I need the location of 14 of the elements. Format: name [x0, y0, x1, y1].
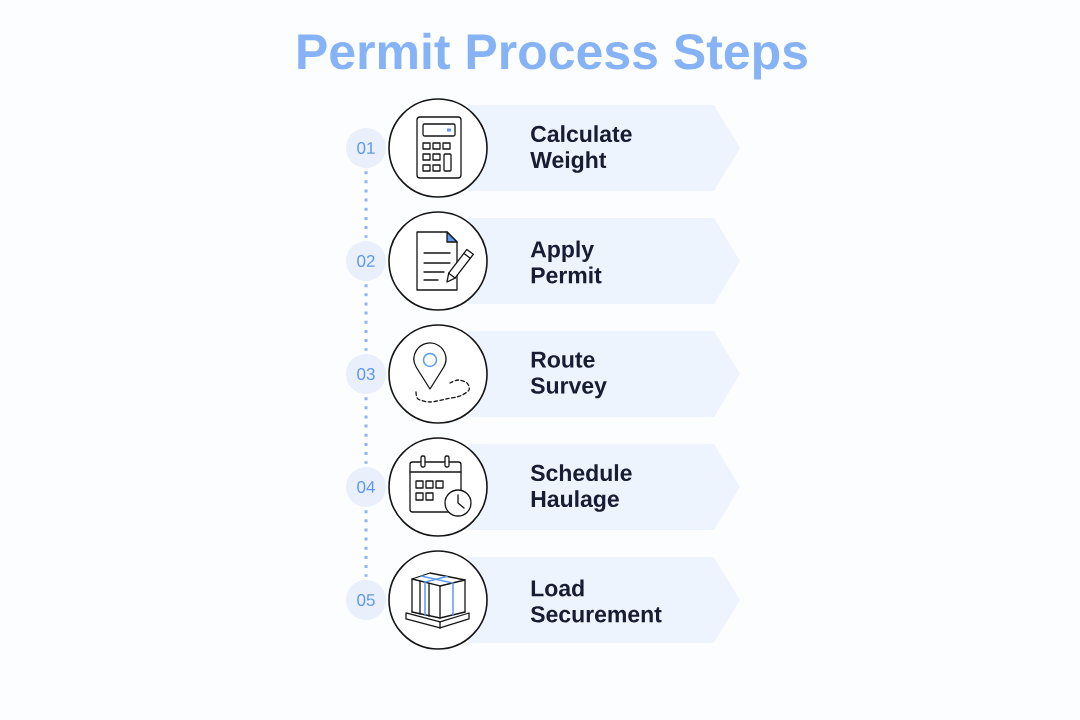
- step-banner: Route Survey: [468, 331, 740, 417]
- dotted-connector: [364, 510, 368, 577]
- step-number: 02: [346, 241, 386, 281]
- title: Permit Process Steps: [298, 32, 807, 80]
- dotted-connector: [364, 171, 368, 238]
- step-number: 04: [346, 467, 386, 507]
- step-number: 03: [346, 354, 386, 394]
- step-number: 05: [346, 580, 386, 620]
- step-banner: Apply Permit: [468, 218, 740, 304]
- dotted-connector: [364, 284, 368, 351]
- dotted-connector: [364, 397, 368, 464]
- step-number: 01: [346, 128, 386, 168]
- step-banner: Calculate Weight: [468, 105, 740, 191]
- step-banner: Schedule Haulage: [468, 444, 740, 530]
